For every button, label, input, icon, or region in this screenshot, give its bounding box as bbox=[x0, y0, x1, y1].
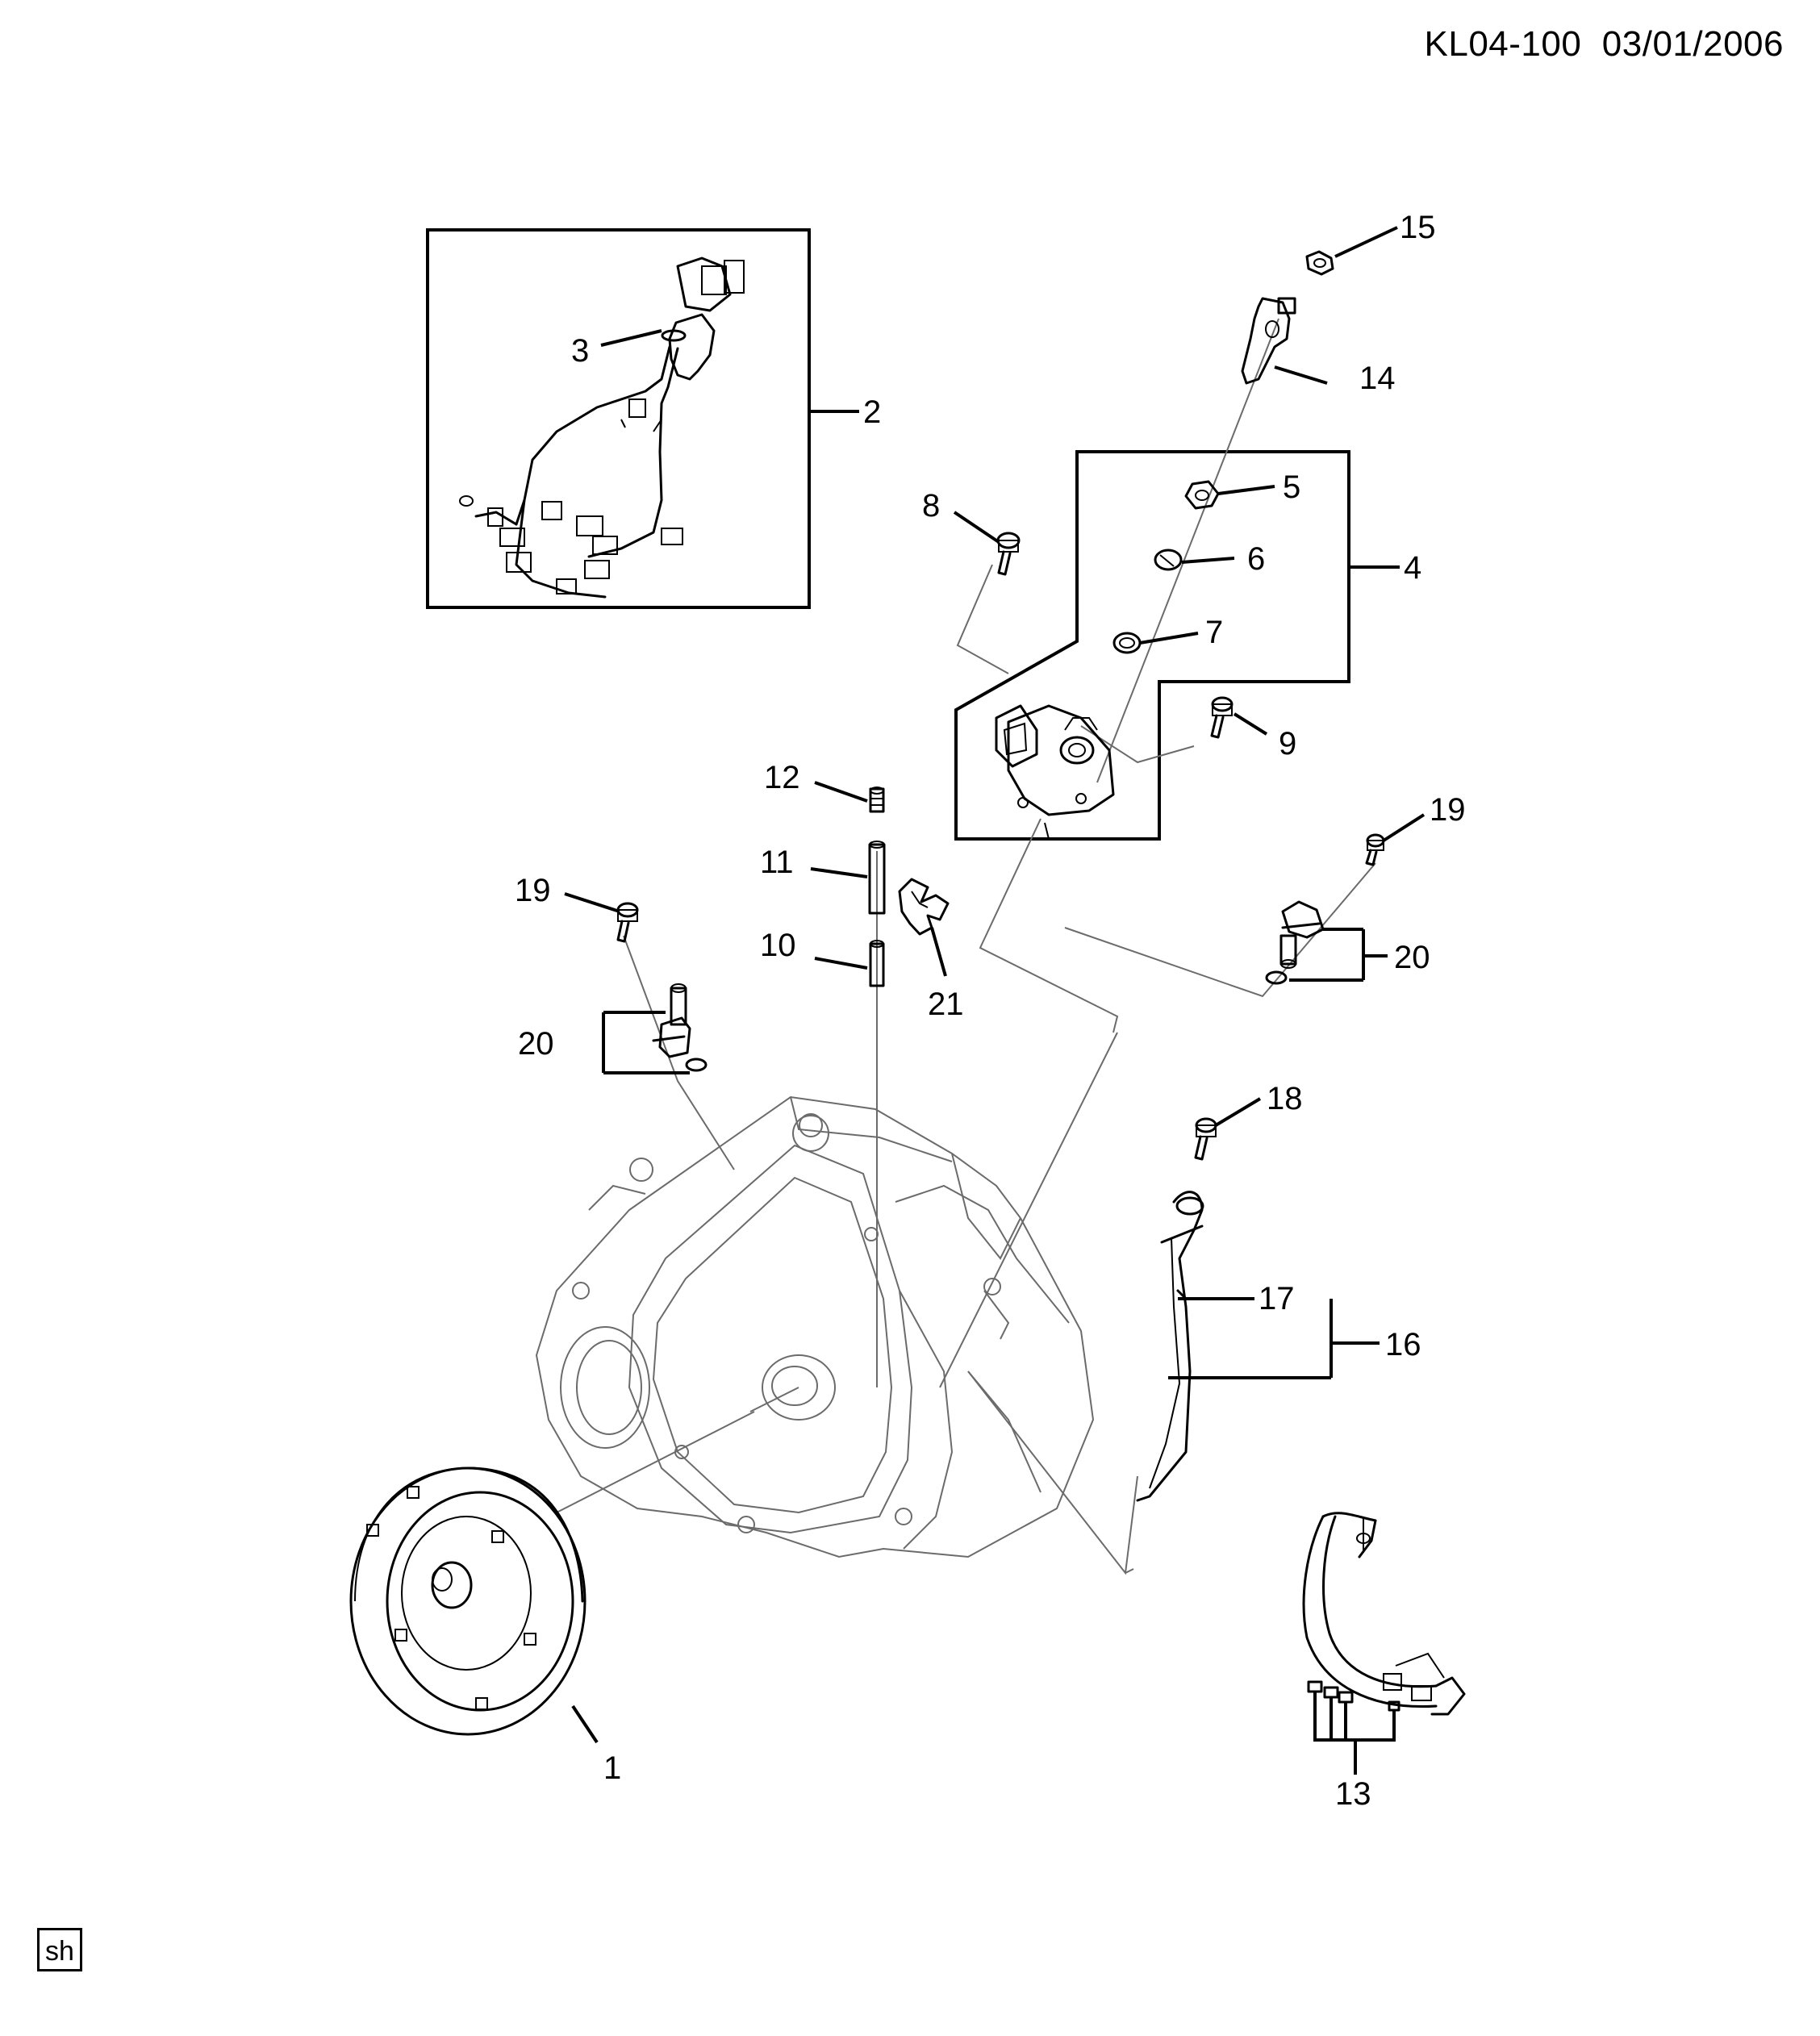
fitting-12 bbox=[869, 786, 885, 813]
callout-21: 21 bbox=[928, 987, 964, 1022]
clip-21 bbox=[898, 878, 950, 936]
callout-15: 15 bbox=[1400, 210, 1436, 245]
callout-12: 12 bbox=[764, 760, 800, 795]
clips-13 bbox=[1307, 1680, 1400, 1775]
callout-18: 18 bbox=[1267, 1081, 1303, 1116]
drawing-code: KL04-100 bbox=[1424, 24, 1582, 64]
callout-1: 1 bbox=[603, 1750, 621, 1786]
torque-converter bbox=[349, 1467, 586, 1736]
callout-9: 9 bbox=[1279, 726, 1296, 761]
drawing-code-and-date: KL04-100 03/01/2006 bbox=[1425, 24, 1785, 65]
callout-20-right: 20 bbox=[1394, 940, 1430, 975]
callout-8: 8 bbox=[922, 488, 940, 524]
callout-3: 3 bbox=[571, 333, 589, 369]
bolt-19-right bbox=[1365, 833, 1385, 866]
callout-14: 14 bbox=[1359, 361, 1396, 396]
callout-numbers: 1 2 3 4 5 6 7 8 9 10 11 12 13 14 15 16 1… bbox=[515, 210, 1466, 1812]
dipstick-16-17 bbox=[1136, 1191, 1204, 1502]
wiring-harness-frame bbox=[426, 228, 811, 609]
wiring-harness bbox=[459, 257, 745, 599]
callout-4: 4 bbox=[1404, 550, 1421, 586]
range-switch-assembly bbox=[995, 480, 1220, 840]
drawing-date: 03/01/2006 bbox=[1601, 24, 1784, 64]
callout-11: 11 bbox=[760, 845, 794, 880]
callout-19-right: 19 bbox=[1430, 792, 1466, 828]
callout-6: 6 bbox=[1247, 541, 1265, 577]
callout-13: 13 bbox=[1335, 1776, 1371, 1812]
speed-sensor-20-right bbox=[1265, 900, 1325, 985]
bolt-19-left bbox=[616, 902, 639, 943]
bolt-9 bbox=[1210, 696, 1234, 739]
nut-15 bbox=[1305, 250, 1334, 276]
sleeve-11 bbox=[868, 841, 886, 915]
speed-sensor-20-left bbox=[652, 983, 708, 1072]
callout-7: 7 bbox=[1205, 615, 1223, 650]
bolt-18 bbox=[1194, 1117, 1217, 1161]
leader-lines bbox=[564, 226, 1426, 1744]
bracket-13 bbox=[1302, 1512, 1466, 1716]
pin-10 bbox=[869, 940, 885, 987]
switch-assembly-frame bbox=[954, 450, 1350, 841]
transmission-housing bbox=[535, 1095, 1095, 1558]
callout-10: 10 bbox=[760, 928, 796, 963]
assembly-lines bbox=[556, 318, 1376, 1575]
callout-16: 16 bbox=[1385, 1327, 1421, 1362]
callout-17: 17 bbox=[1259, 1281, 1295, 1316]
callout-5: 5 bbox=[1283, 469, 1300, 505]
bolt-8 bbox=[996, 532, 1021, 576]
callout-2: 2 bbox=[863, 394, 881, 430]
sh-stamp: sh bbox=[37, 1928, 82, 1971]
callout-19-left: 19 bbox=[515, 873, 551, 908]
callout-20-left: 20 bbox=[518, 1026, 554, 1062]
sensor-bracket-14 bbox=[1241, 297, 1296, 385]
